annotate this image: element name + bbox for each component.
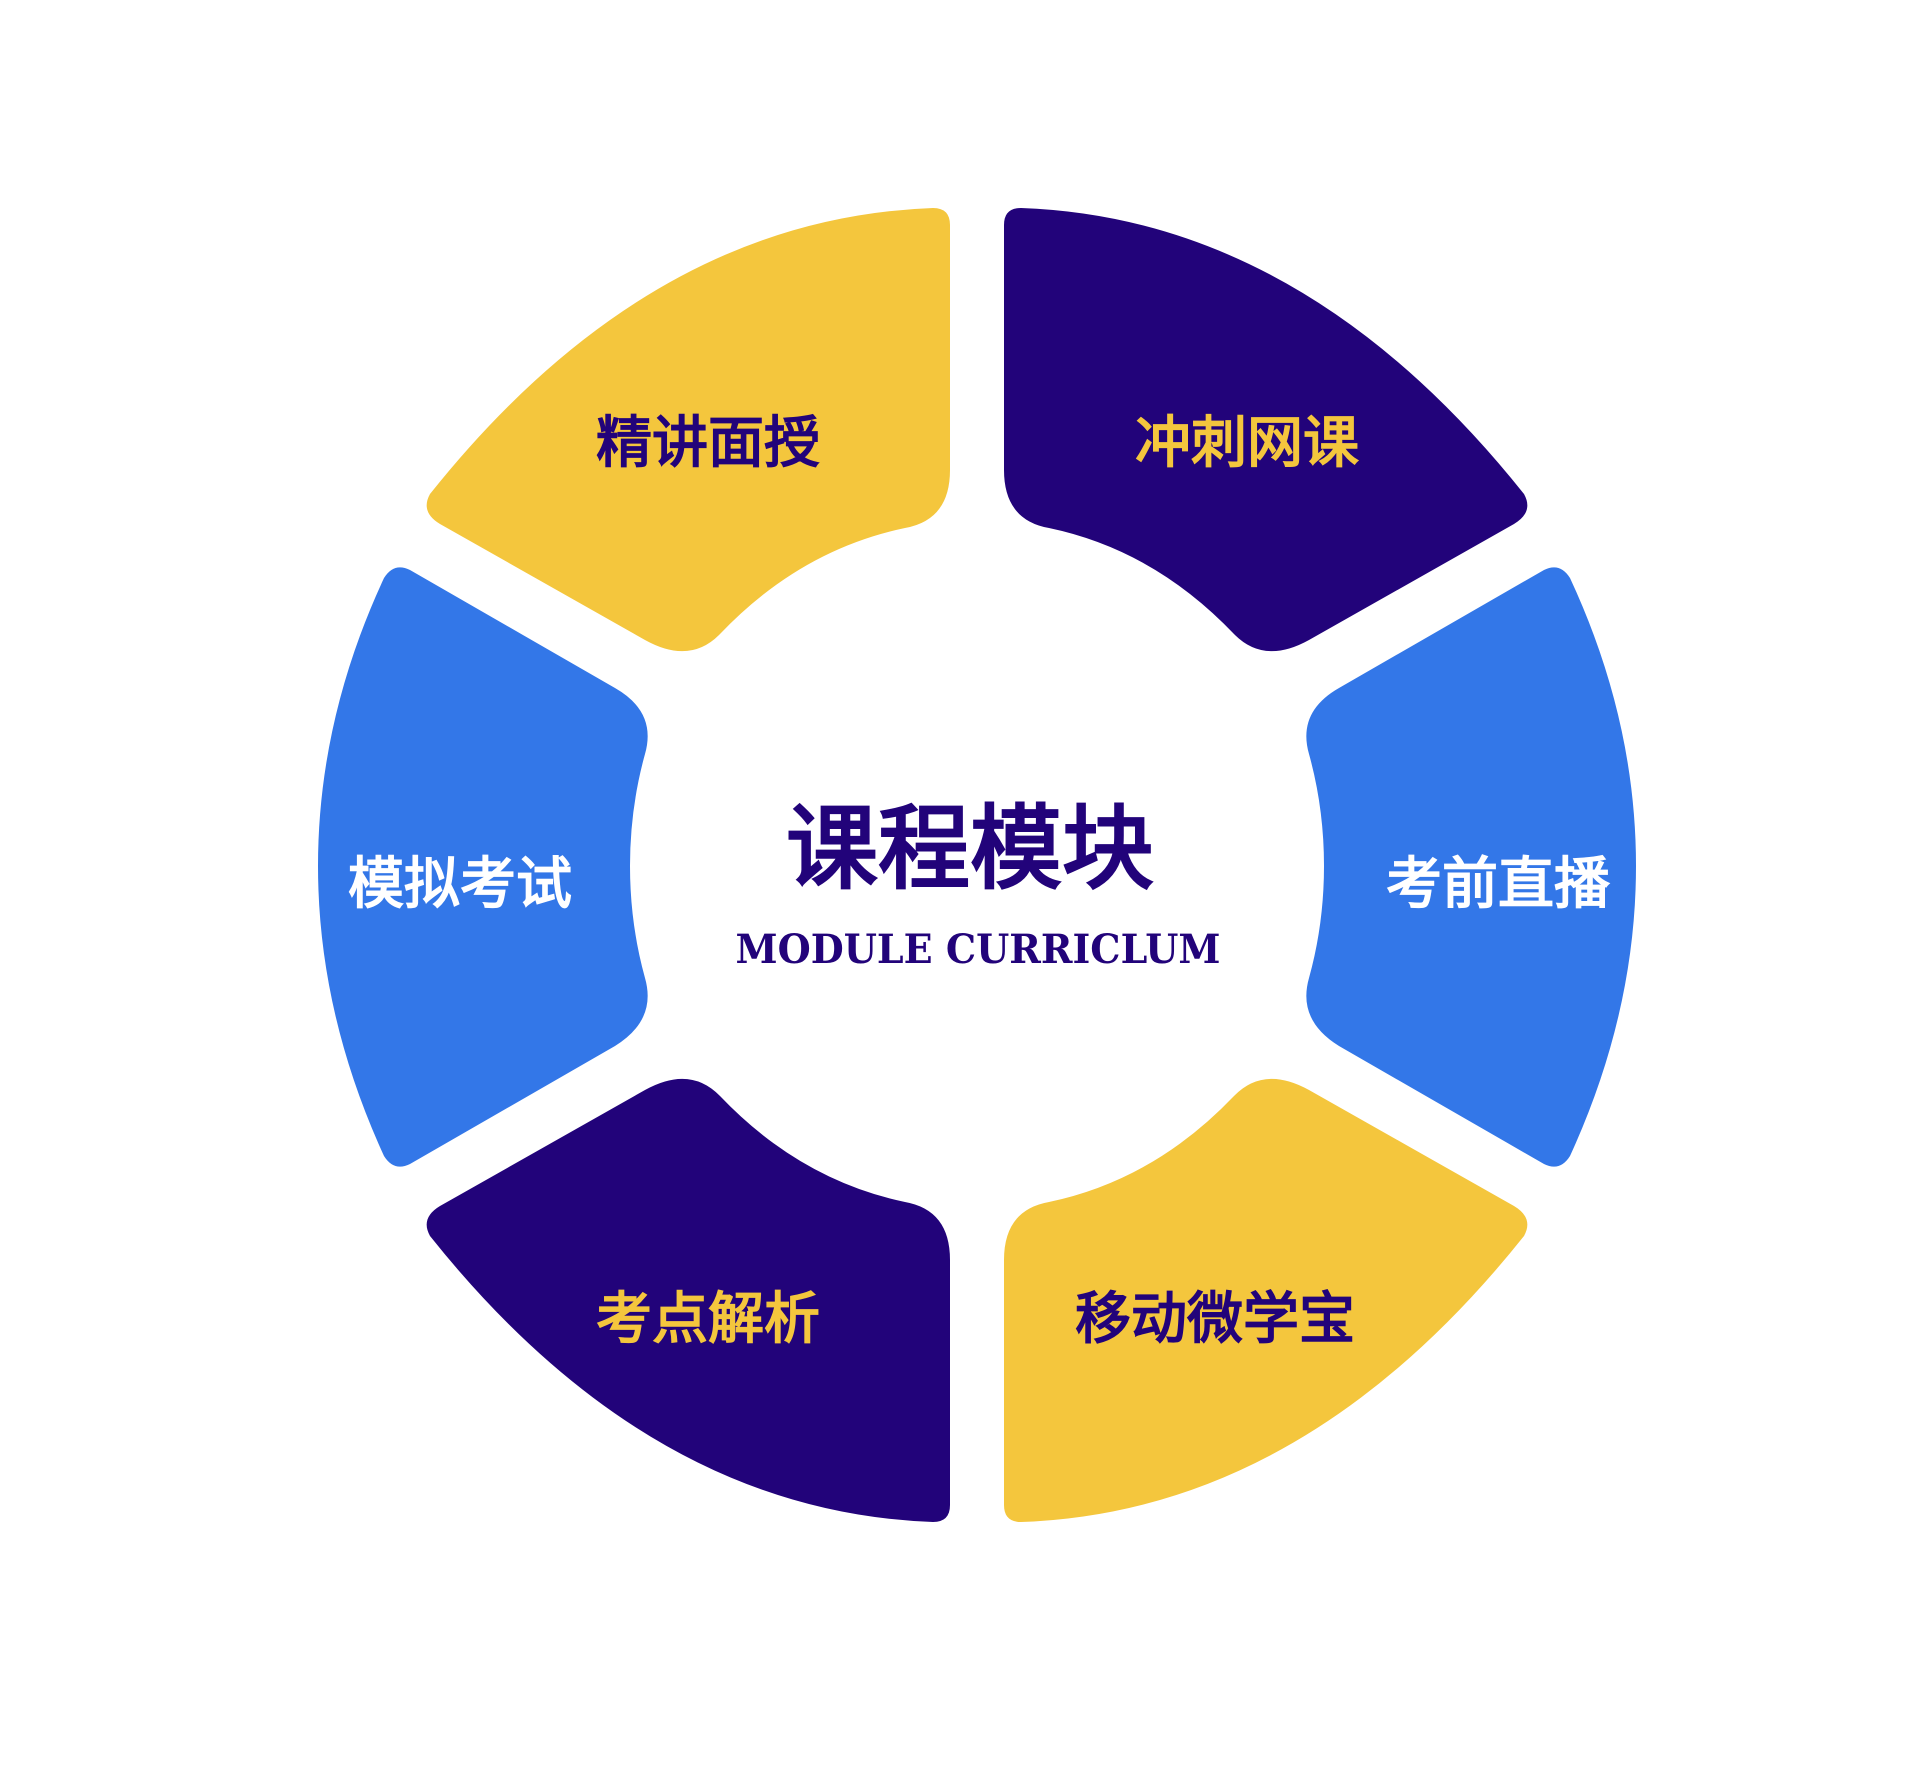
segment-kaodian-jiexi: 考点解析	[426, 1078, 951, 1522]
segment-moni-kaoshi: 模拟考试	[318, 567, 648, 1167]
segment-shape	[1306, 567, 1636, 1167]
center-title: 课程模块	[786, 795, 1154, 902]
segment-shape	[318, 567, 648, 1167]
segment-shape	[426, 208, 951, 652]
wheel-center: 课程模块 MODULE CURRICLUM	[736, 795, 1221, 973]
segment-label: 考点解析	[596, 1287, 820, 1352]
wheel-segments: 精讲面授 冲刺网课 模拟考试 考前直播 考点解析 移动微学宝	[318, 208, 1636, 1522]
segment-label: 移动微学宝	[1075, 1287, 1355, 1352]
segment-label: 考前直播	[1386, 852, 1611, 917]
segment-kaoqian-zhibo: 考前直播	[1306, 567, 1636, 1167]
segment-chongci-wangke: 冲刺网课	[1004, 208, 1528, 652]
segment-jingjiang-mianshou: 精讲面授	[426, 208, 951, 652]
center-subtitle: MODULE CURRICLUM	[736, 926, 1221, 973]
segment-shape	[426, 1078, 951, 1522]
segment-label: 模拟考试	[348, 852, 572, 917]
segment-shape	[1004, 208, 1528, 652]
segment-label: 精讲面授	[596, 411, 820, 476]
segment-yidong-weixuebao: 移动微学宝	[1004, 1078, 1528, 1522]
segment-shape	[1004, 1078, 1528, 1522]
segment-label: 冲刺网课	[1135, 411, 1360, 476]
